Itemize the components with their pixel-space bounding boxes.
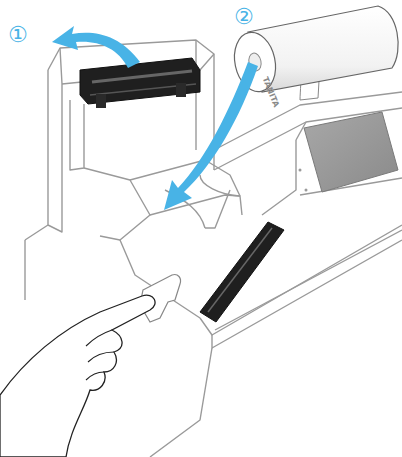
finger-lines xyxy=(86,330,114,380)
arrow-one xyxy=(52,26,140,68)
paper-roll xyxy=(229,6,398,100)
cutter-edge xyxy=(208,228,272,312)
callout-number: ① xyxy=(8,24,28,46)
platen-roller xyxy=(80,58,200,108)
display-panel xyxy=(304,112,398,192)
hand xyxy=(0,295,155,457)
cutter-bar xyxy=(200,222,284,322)
button-dot xyxy=(305,189,308,192)
callout-number: ② xyxy=(234,6,254,28)
button-dot xyxy=(299,169,302,172)
direction-arrows xyxy=(52,26,258,210)
arrow-two xyxy=(164,62,258,210)
